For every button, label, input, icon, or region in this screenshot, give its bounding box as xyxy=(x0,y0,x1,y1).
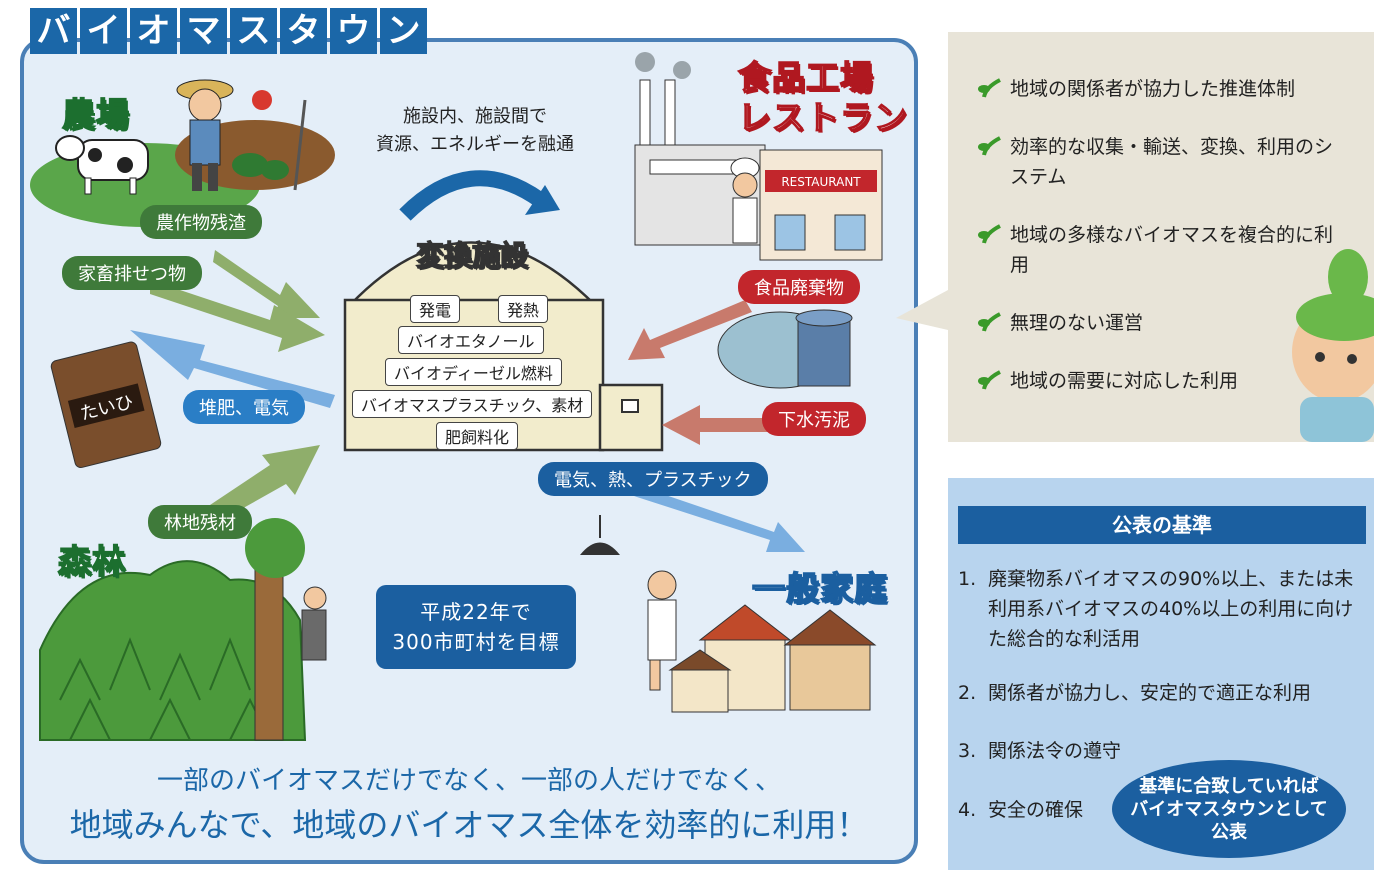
houses-illustration xyxy=(668,604,877,713)
arrow-food-waste xyxy=(628,300,752,360)
title-char: バ xyxy=(30,8,77,54)
sewage-sludge-label: 下水汚泥 xyxy=(762,402,866,436)
title-char: ン xyxy=(380,8,427,54)
criteria-num: 1. xyxy=(958,568,977,590)
criteria-text: 安全の確保 xyxy=(988,799,1084,821)
forest-illustration xyxy=(39,518,307,741)
lamp-illustration xyxy=(580,515,620,555)
list-item: 地域の多様なバイオマスを複合的に利用 xyxy=(978,220,1340,280)
farm-title: 農場 xyxy=(61,94,130,135)
title-char: タ xyxy=(280,8,327,54)
criteria-num: 4. xyxy=(958,799,977,821)
point-text: 地域の関係者が協力した推進体制 xyxy=(1010,78,1296,100)
tomato xyxy=(252,90,272,110)
list-item: 無理のない運営 xyxy=(978,308,1340,338)
worker-illustration xyxy=(301,586,327,661)
title-char: オ xyxy=(130,8,177,54)
restaurant-sign: RESTAURANT xyxy=(781,175,861,189)
criteria-badge-line: 基準に合致していれば xyxy=(1139,775,1319,797)
farmer-illustration xyxy=(176,79,234,191)
livestock-waste-label: 家畜排せつ物 xyxy=(62,256,202,290)
cow-illustration xyxy=(55,135,149,195)
restaurant-illustration: RESTAURANT xyxy=(759,149,883,261)
mascot-illustration xyxy=(1292,249,1374,442)
sprout-icon xyxy=(978,370,1001,390)
title-char: イ xyxy=(80,8,127,54)
criteria-item: 1. 廃棄物系バイオマスの90%以上、または未利用系バイオマスの40%以上の利用… xyxy=(958,564,1358,654)
sprout-icon xyxy=(978,224,1001,244)
goal-line: 300市町村を目標 xyxy=(392,630,560,654)
forest-residue-label: 林地残材 xyxy=(148,505,252,539)
sprout-icon xyxy=(978,78,1001,98)
arrow-crop-residue xyxy=(213,250,320,318)
criteria-badge: 基準に合致していれば バイオマスタウンとして 公表 xyxy=(1112,760,1346,858)
facility-heat-label: 発熱 xyxy=(498,295,549,323)
criteria-item: 2. 関係者が協力し、安定的で適正な利用 xyxy=(958,678,1311,708)
arrow-compost-electricity xyxy=(130,330,335,408)
point-text: 無理のない運営 xyxy=(1010,312,1144,334)
woman-illustration xyxy=(647,570,677,691)
criteria-text: 関係法令の遵守 xyxy=(988,740,1122,762)
exchange-note-line: 資源、エネルギーを融通 xyxy=(376,134,574,155)
trash-can-illustration xyxy=(717,309,853,389)
sprout-icon xyxy=(978,312,1001,332)
exchange-arrow xyxy=(399,170,545,221)
title-char: ウ xyxy=(330,8,377,54)
facility-product-label: バイオマスプラスチック、素材 xyxy=(352,390,593,418)
chef-illustration xyxy=(730,157,760,244)
food-factory-title: 食品工場 レストラン xyxy=(737,57,908,138)
criteria-item: 4. 安全の確保 xyxy=(958,795,1083,825)
food-factory-title-line: 食品工場 xyxy=(737,57,874,98)
criteria-text: 廃棄物系バイオマスの90%以上、または未利用系バイオマスの40%以上の利用に向け… xyxy=(988,568,1354,650)
food-waste-label: 食品廃棄物 xyxy=(738,270,860,304)
list-item: 地域の需要に対応した利用 xyxy=(978,366,1340,396)
facility-power-label: 発電 xyxy=(410,295,461,323)
criteria-num: 2. xyxy=(958,682,977,704)
diagram-illustrations: RESTAURANT たいひ xyxy=(30,52,883,741)
criteria-panel: 公表の基準 1. 廃棄物系バイオマスの90%以上、または未利用系バイオマスの40… xyxy=(948,478,1374,870)
crop-residue-label: 農作物残渣 xyxy=(140,205,262,239)
point-text: 効率的な収集・輸送、変換、利用のシステム xyxy=(1010,136,1334,188)
list-item: 地域の関係者が協力した推進体制 xyxy=(978,74,1340,104)
electricity-heat-plastic-label: 電気、熱、プラスチック xyxy=(538,462,768,496)
goal-box: 平成22年で 300市町村を目標 xyxy=(376,585,576,669)
criteria-badge-line: 公表 xyxy=(1211,821,1247,843)
criteria-num: 3. xyxy=(958,740,977,762)
slogan-line-1: 一部のバイオマスだけでなく、一部の人だけでなく、 xyxy=(156,766,781,796)
forest-title: 森林 xyxy=(57,541,126,582)
spinach xyxy=(232,153,289,180)
title-banner: バ イ オ マ ス タ ウ ン xyxy=(30,8,427,54)
criteria-header: 公表の基準 xyxy=(958,506,1366,544)
facility-product-label: バイオエタノール xyxy=(398,326,544,354)
pitchfork xyxy=(293,99,307,191)
criteria-item: 3. 関係法令の遵守 xyxy=(958,736,1121,766)
point-text: 地域の需要に対応した利用 xyxy=(1010,370,1239,392)
sprout-icon xyxy=(978,136,1001,156)
callout-pointer xyxy=(896,290,948,330)
criteria-text: 関係者が協力し、安定的で適正な利用 xyxy=(988,682,1312,704)
facility-product-label: バイオディーゼル燃料 xyxy=(385,358,562,386)
arrow-livestock-waste xyxy=(150,280,325,352)
slogan-line-2: 地域みんなで、地域のバイオマス全体を効率的に利用！ xyxy=(69,806,869,844)
facility-product-label: 肥飼料化 xyxy=(436,422,519,450)
point-text: 地域の多様なバイオマスを複合的に利用 xyxy=(1010,224,1334,276)
exchange-note: 施設内、施設間で 資源、エネルギーを融通 xyxy=(360,103,590,159)
title-char: ス xyxy=(230,8,277,54)
exchange-note-line: 施設内、施設間で xyxy=(403,106,547,127)
compost-electricity-label: 堆肥、電気 xyxy=(183,390,305,424)
household-title: 一般家庭 xyxy=(751,568,888,609)
compost-bag-illustration: たいひ xyxy=(50,341,162,468)
arrow-forest-residue xyxy=(210,445,320,520)
goal-line: 平成22年で xyxy=(420,600,532,624)
facility-title: 変換施設 xyxy=(415,238,529,272)
key-points-panel: 地域の関係者が協力した推進体制 効率的な収集・輸送、変換、利用のシステム 地域の… xyxy=(948,32,1374,442)
arrow-sewage-sludge xyxy=(662,405,790,445)
key-points-list: 地域の関係者が協力した推進体制 効率的な収集・輸送、変換、利用のシステム 地域の… xyxy=(978,74,1340,424)
list-item: 効率的な収集・輸送、変換、利用のシステム xyxy=(978,132,1340,192)
criteria-badge-line: バイオマスタウンとして xyxy=(1130,798,1328,820)
restaurant-title-line: レストラン xyxy=(737,97,908,138)
title-char: マ xyxy=(180,8,227,54)
